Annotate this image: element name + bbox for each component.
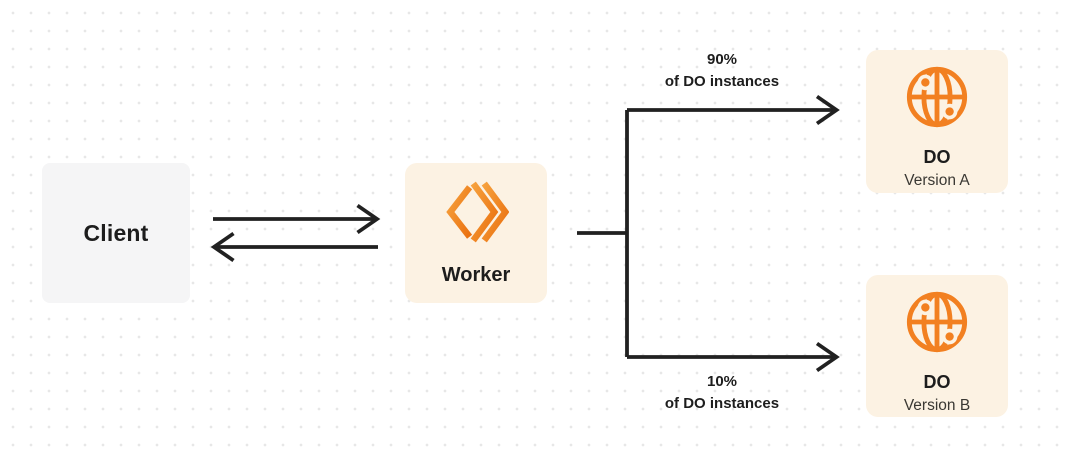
branch-bottom-label: 10% of DO instances [612, 371, 832, 415]
do-a-title: DO [923, 147, 951, 168]
globe-icon [904, 64, 970, 135]
do-b-subtitle: Version B [903, 396, 971, 414]
branch-top-percent: 90% [706, 51, 738, 68]
branch-bottom-caption: of DO instances [664, 395, 780, 412]
worker-label: Worker [441, 263, 511, 286]
worker-node: Worker [405, 163, 547, 303]
branch-top-label: 90% of DO instances [612, 49, 832, 93]
arrow-worker-to-client [210, 231, 378, 263]
client-node: Client [42, 163, 190, 303]
arrow-client-to-worker [213, 203, 381, 235]
branch-split-line [577, 110, 629, 357]
branch-bottom-percent: 10% [706, 373, 738, 390]
arrow-branch-to-do-b [627, 341, 840, 373]
do-b-title: DO [923, 371, 951, 392]
workers-brackets-icon [443, 180, 510, 249]
do-version-a-node: DO Version A [866, 50, 1008, 193]
do-version-b-node: DO Version B [866, 275, 1008, 417]
arrow-branch-to-do-a [627, 94, 840, 126]
client-label: Client [83, 219, 149, 246]
globe-icon [904, 289, 970, 360]
branch-top-caption: of DO instances [664, 73, 780, 90]
do-a-subtitle: Version A [904, 172, 970, 190]
